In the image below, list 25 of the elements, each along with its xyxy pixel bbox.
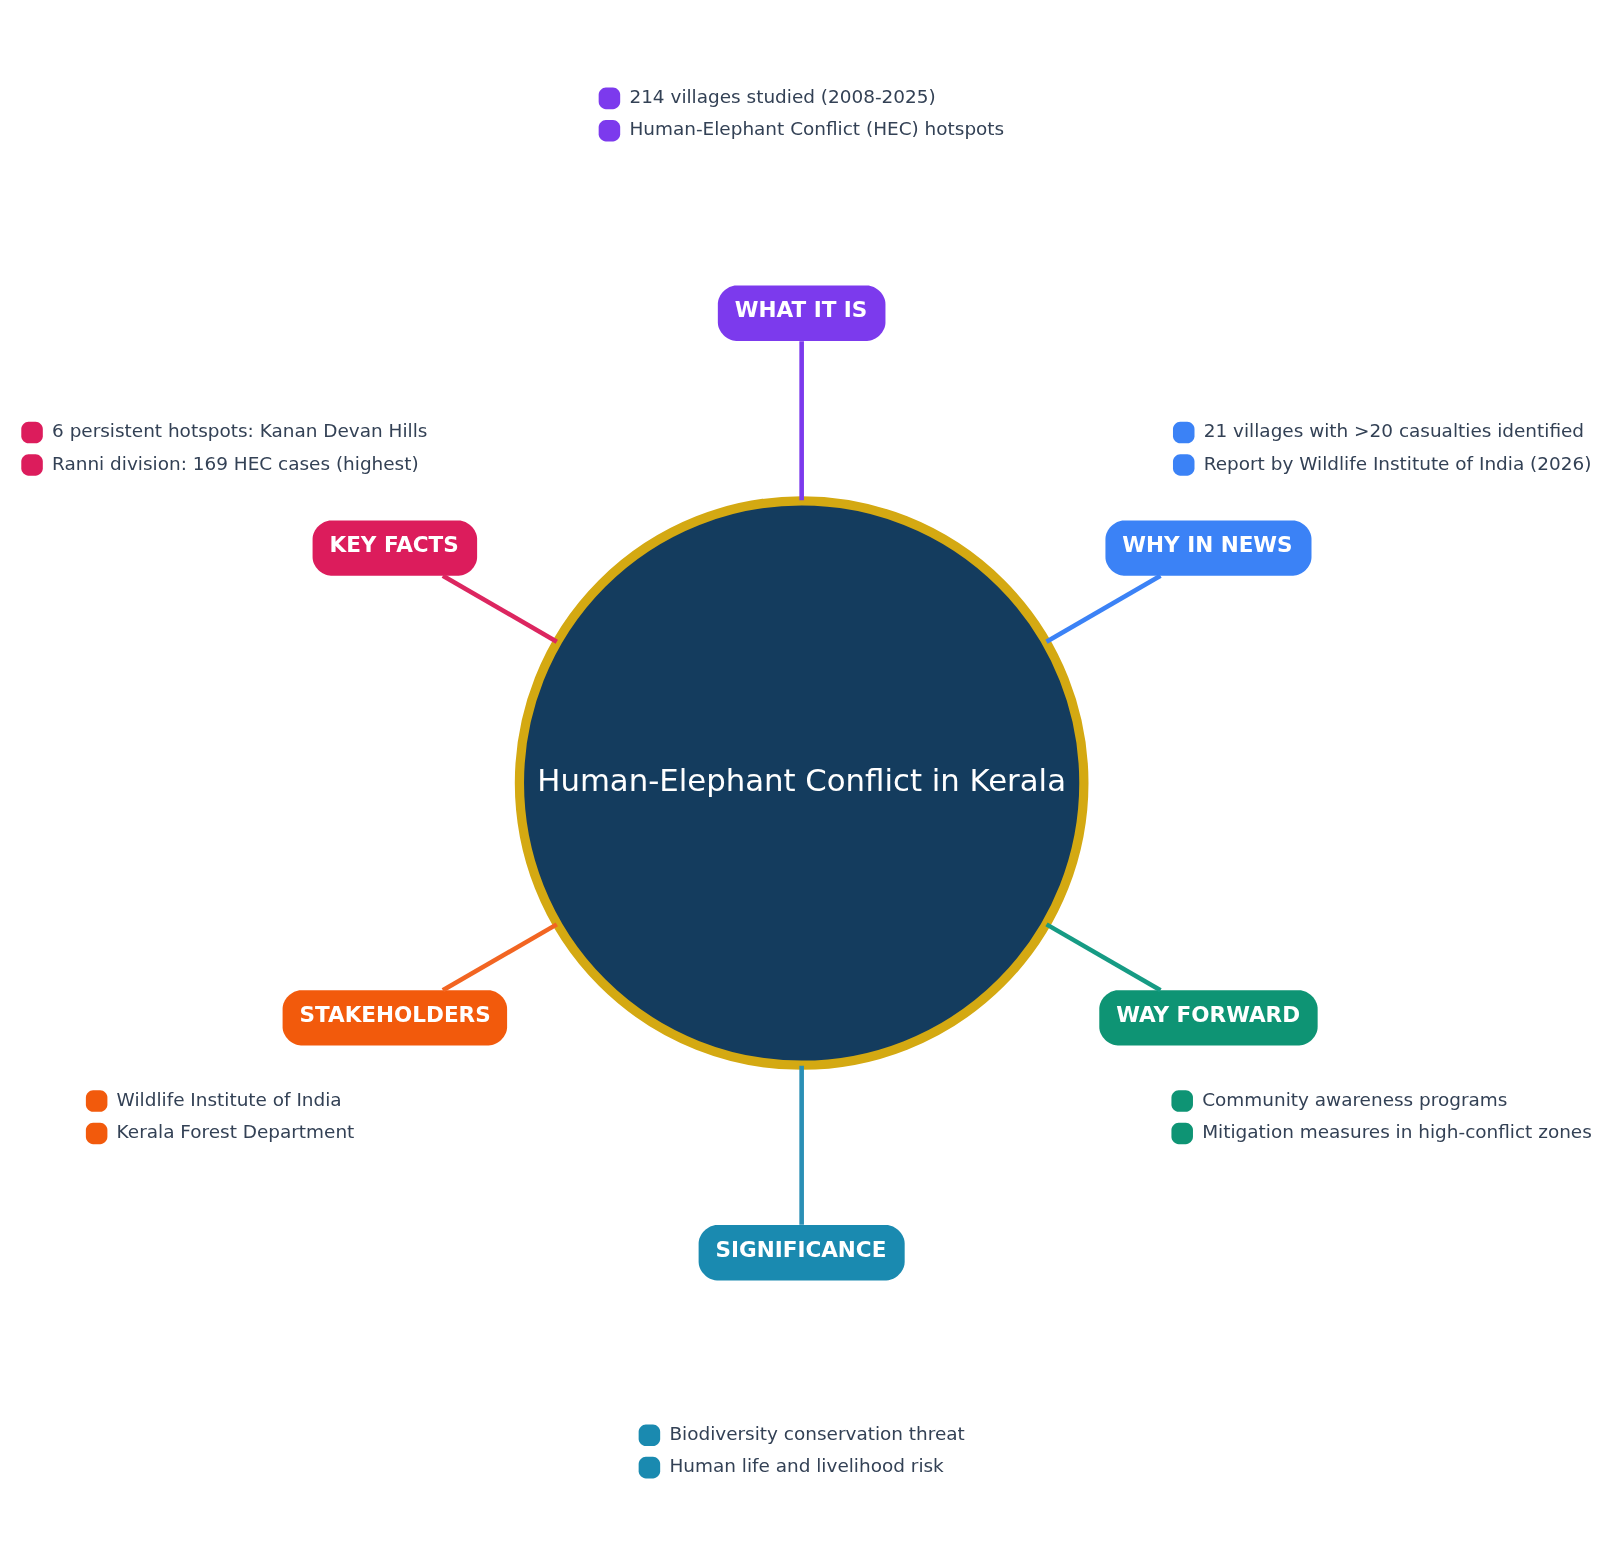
connector — [799, 1065, 804, 1225]
node-box: SIGNIFICANCE — [698, 1225, 905, 1281]
node-label: Wildlife Institute of India — [116, 1088, 342, 1110]
node-box: WHAT IT IS — [717, 285, 886, 341]
node-label: Kerala Forest Department — [116, 1121, 355, 1143]
node-box: KEY FACTS — [312, 520, 478, 576]
node-label: Report by Wildlife Institute of India (2026) — [1203, 452, 1592, 474]
node-label: Ranni division: 169 HEC cases (highest) — [52, 452, 419, 474]
connector — [441, 573, 558, 644]
connector — [441, 922, 558, 993]
node-label: 6 persistent hotspots: Kanan Devan Hills — [52, 420, 428, 442]
node-label: Community awareness programs — [1202, 1088, 1508, 1110]
node-label: Mitigation measures in high-conflict zones — [1202, 1121, 1592, 1143]
connector — [799, 341, 804, 501]
node-box: WHY IN NEWS — [1105, 520, 1312, 576]
node-label: 214 villages studied (2008-2025) — [629, 86, 936, 108]
node-label: Human-Elephant Conflict (HEC) hotspots — [629, 118, 1005, 140]
node-label: 21 villages with >20 casualties identified — [1203, 420, 1585, 442]
node-box: WAY FORWARD — [1099, 990, 1318, 1046]
node-label: Human life and livelihood risk — [669, 1455, 944, 1477]
node-box: STAKEHOLDERS — [282, 990, 508, 1046]
node-label: Biodiversity conservation threat — [669, 1423, 965, 1445]
connector — [1045, 573, 1162, 644]
node-circle: Human-Elephant Conflict in Kerala — [514, 496, 1089, 1070]
connector — [1045, 922, 1162, 993]
